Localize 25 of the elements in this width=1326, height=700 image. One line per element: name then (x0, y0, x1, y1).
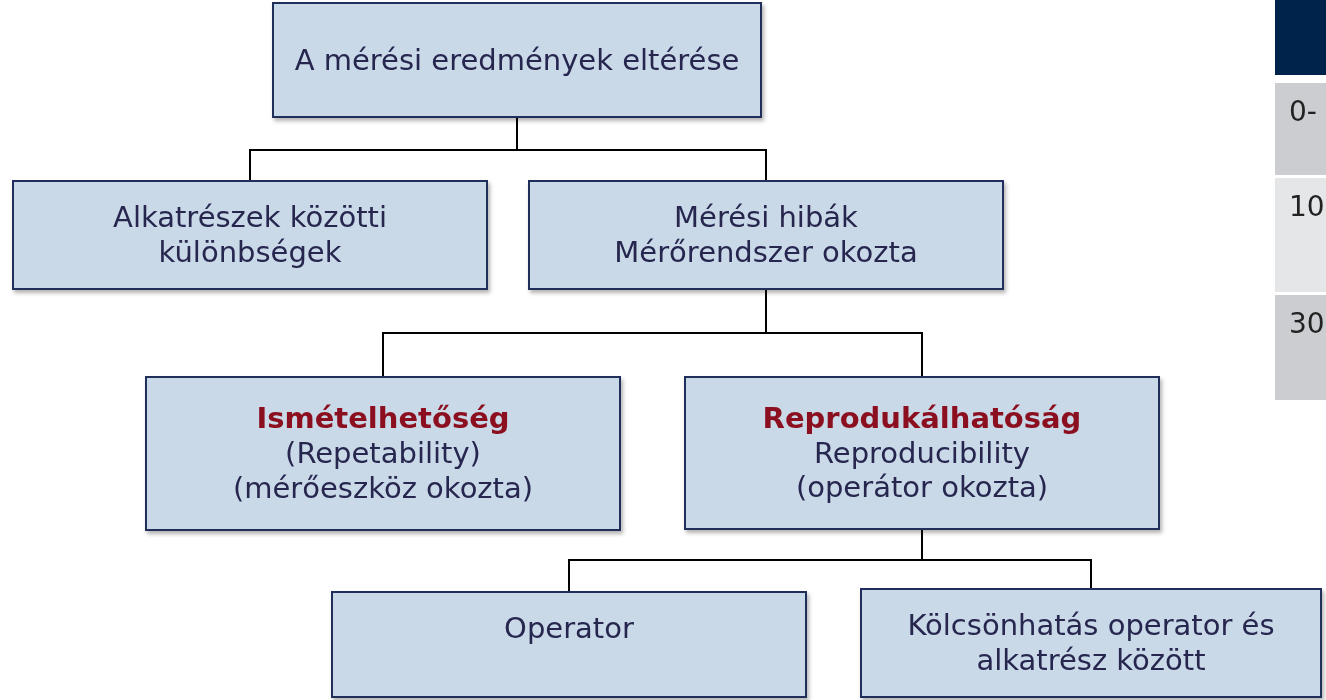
connector-line (516, 117, 767, 181)
box-text: Mérőrendszer okozta (614, 235, 918, 270)
box-text: Reproducibility (814, 435, 1030, 471)
connector-line (765, 289, 923, 377)
process-box (860, 588, 1322, 698)
box-text: Operator (504, 611, 634, 646)
box-text: A mérési eredmények eltérése (294, 42, 740, 78)
box-text: (mérőeszköz okozta) (232, 470, 534, 506)
box-heading: Reprodukálhatóság (762, 400, 1082, 436)
box-text: (operátor okozta) (795, 470, 1049, 506)
table-cell: 10 (1275, 178, 1326, 292)
table-cell: 0- (1275, 83, 1326, 175)
process-box (331, 591, 807, 698)
process-box (12, 180, 488, 290)
box-text: Kölcsönhatás operator és alkatrész között (906, 608, 1276, 678)
box-text: Mérési hibák (674, 200, 858, 235)
box-text: Alkatrészek közötti különbségek (112, 200, 388, 270)
box-text: (Repetability) (285, 436, 481, 471)
table-cell: 30 (1275, 295, 1326, 400)
process-box (528, 180, 1004, 290)
process-box (145, 376, 621, 531)
process-box (684, 376, 1160, 530)
connector-line (921, 529, 1092, 589)
process-box (272, 2, 762, 118)
box-heading: Ismételhetőség (256, 401, 510, 437)
